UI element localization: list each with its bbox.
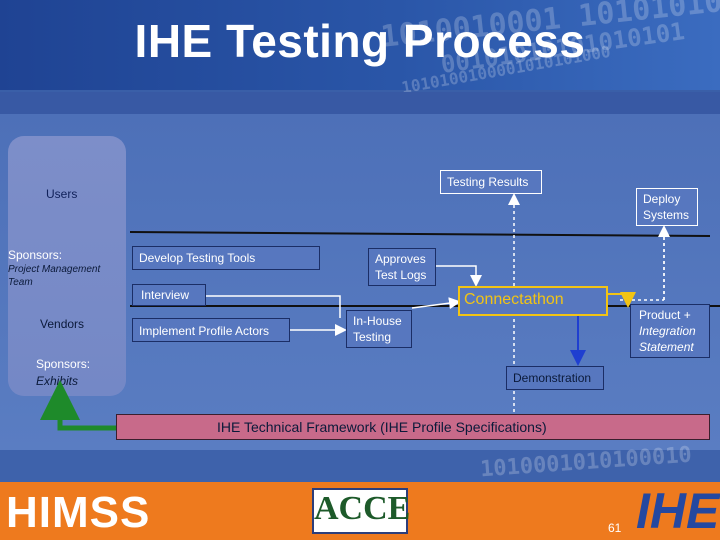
implement-profile-actors-label: Implement Profile Actors	[139, 324, 270, 338]
team-label: Team	[8, 277, 33, 288]
develop-testing-tools-box: Develop Testing Tools	[132, 246, 320, 270]
sponsors-label: Sponsors:	[36, 357, 91, 371]
testing-results-label: Testing Results	[447, 175, 529, 189]
project-management-label: Project Management	[8, 264, 101, 275]
title-banner: 1010010001 10101010 00101010101010101 10…	[0, 0, 720, 97]
page-title: IHE Testing Process	[134, 15, 586, 67]
deploy-label: Deploy	[643, 192, 681, 206]
ihe-logo: IHE	[636, 483, 720, 539]
flow-arrow	[436, 265, 482, 287]
framework-label: IHE Technical Framework (IHE Profile Spe…	[217, 419, 547, 435]
inhouse-label: In-House	[353, 314, 402, 328]
flow-arrow	[206, 295, 341, 318]
framework-bar: IHE Technical Framework (IHE Profile Spe…	[116, 414, 710, 440]
statement-label: Statement	[639, 340, 694, 354]
participants-column	[8, 136, 126, 396]
connectathon-box: Connectathon	[458, 286, 608, 316]
yellow-arrow	[608, 292, 636, 308]
acce-logo-text: ACCE	[314, 490, 411, 527]
inhouse-testing-box: In-House Testing	[346, 310, 412, 348]
approves-label: Approves	[375, 252, 426, 266]
systems-label: Systems	[643, 208, 690, 222]
users-label: Users	[46, 187, 78, 201]
integration-label: Integration	[639, 324, 696, 338]
deploy-systems-box: Deploy Systems	[636, 188, 698, 226]
header-divider	[0, 92, 720, 114]
interview-box: Interview	[132, 284, 206, 306]
connectathon-label: Connectathon	[464, 291, 564, 308]
product-label: Product +	[639, 308, 691, 322]
product-integration-box: Product + Integration Statement	[630, 304, 710, 358]
flow-arrow	[411, 297, 461, 310]
separator-line	[129, 231, 711, 237]
bottom-band: 1010001010100010	[0, 443, 720, 482]
approves-test-logs-box: Approves Test Logs	[368, 248, 436, 286]
develop-testing-tools-label: Develop Testing Tools	[139, 251, 256, 265]
vendors-label: Vendors	[40, 317, 85, 331]
feedback-arrow	[40, 380, 116, 431]
demonstration-label: Demonstration	[513, 371, 592, 385]
testing-label: Testing	[353, 330, 392, 344]
demonstration-box: Demonstration	[506, 366, 604, 390]
interview-label: Interview	[141, 288, 190, 302]
sponsors-label: Sponsors:	[8, 248, 63, 262]
acce-logo: ACCE	[312, 488, 411, 534]
himss-logo: HIMSS	[6, 488, 151, 537]
testing-results-box: Testing Results	[440, 170, 542, 194]
implement-profile-actors-box: Implement Profile Actors	[132, 318, 290, 342]
page-number: 61	[608, 521, 622, 535]
test-logs-label: Test Logs	[375, 268, 427, 282]
